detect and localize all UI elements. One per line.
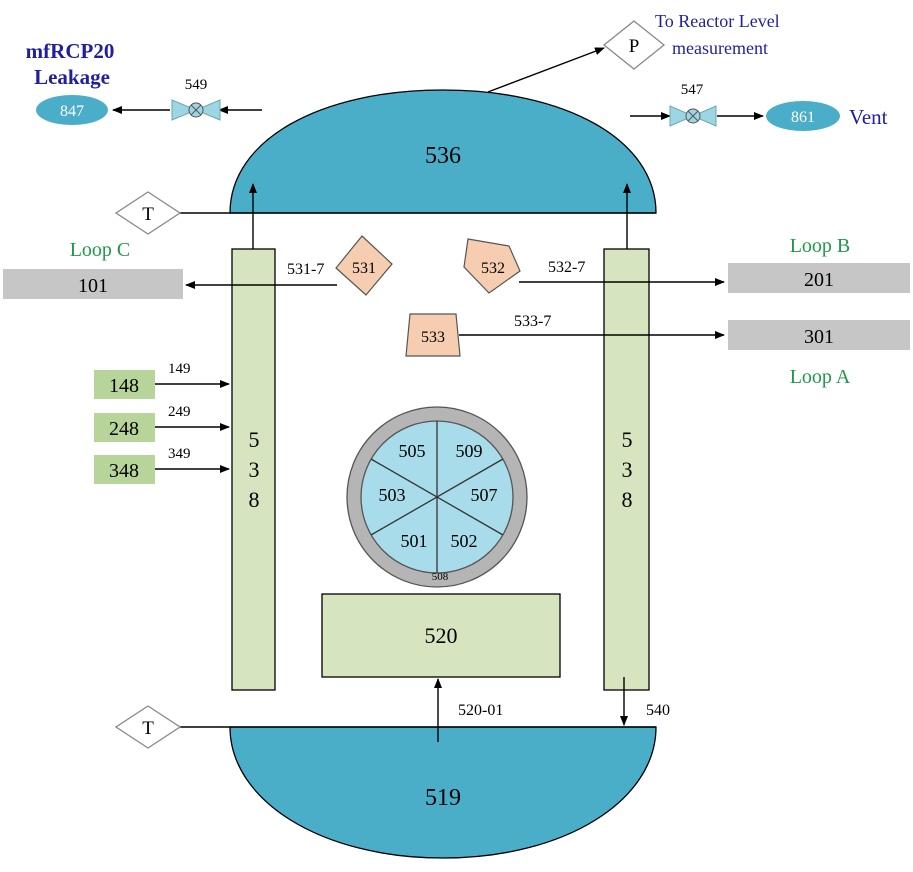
pipe-532-7-label: 532-7 xyxy=(548,259,585,276)
pressure-line xyxy=(487,47,605,93)
temp-diamond-top xyxy=(114,191,182,235)
pipe-249-label: 249 xyxy=(168,404,191,420)
loop-b-box xyxy=(728,263,910,293)
pressure-text-1: To Reactor Level xyxy=(655,11,780,31)
leak-node-847 xyxy=(36,95,108,125)
core: 505 509 503 507 501 502 508 xyxy=(346,406,528,588)
loop-a-box-label: 301 xyxy=(804,326,834,348)
inlet-box-148-label: 148 xyxy=(109,375,139,397)
leak-title-2: Leakage xyxy=(34,65,110,89)
pipe-149-label: 149 xyxy=(168,361,191,377)
core-sector-505: 505 xyxy=(399,441,426,461)
loop-a-name: Loop A xyxy=(790,366,851,388)
core-sector-509: 509 xyxy=(456,441,483,461)
loop-b-box-label: 201 xyxy=(804,269,834,291)
pipe-531-7-label: 531-7 xyxy=(287,261,324,278)
core-sector-501: 501 xyxy=(401,531,428,551)
leak-node-847-label: 847 xyxy=(60,103,84,120)
lower-head-label: 519 xyxy=(425,785,461,811)
outlet-block-532 xyxy=(463,238,521,294)
pipe-533-7-label: 533-7 xyxy=(514,313,551,330)
downcomer-right-538 xyxy=(603,248,650,691)
vent-node-861 xyxy=(766,101,840,131)
outlet-block-533 xyxy=(405,313,461,357)
downcomer-left-digit-2: 3 xyxy=(249,457,260,482)
core-sector-507: 507 xyxy=(471,485,498,505)
core-sector-503: 503 xyxy=(379,485,406,505)
loop-c-name: Loop C xyxy=(70,239,131,261)
upper-head-label: 536 xyxy=(425,143,461,169)
lower-plenum-520 xyxy=(321,593,561,678)
inlet-box-148 xyxy=(94,370,155,399)
outlet-block-531-label: 531 xyxy=(352,260,376,277)
core-ring-label: 508 xyxy=(432,571,449,583)
pipe-520-01-label: 520-01 xyxy=(458,702,503,719)
temp-symbol-top: T xyxy=(142,204,154,225)
valve-549[interactable] xyxy=(171,99,221,121)
inlet-box-348-label: 348 xyxy=(109,460,139,482)
inlet-box-248-label: 248 xyxy=(109,418,139,440)
loop-a-box xyxy=(728,320,910,350)
temp-symbol-bottom: T xyxy=(142,718,154,739)
core-sector-502: 502 xyxy=(451,531,478,551)
outlet-block-531 xyxy=(335,235,393,296)
downcomer-right-digit-2: 3 xyxy=(622,457,633,482)
lower-plenum-label: 520 xyxy=(425,623,458,648)
leak-title-1: mfRCP20 xyxy=(26,39,115,63)
loop-c-box-label: 101 xyxy=(78,275,108,297)
pipe-349-label: 349 xyxy=(168,446,191,462)
inlet-box-348 xyxy=(94,455,155,484)
outlet-block-532-label: 532 xyxy=(481,260,505,277)
loop-b-name: Loop B xyxy=(790,235,851,257)
upper-head-536 xyxy=(229,89,657,214)
vent-label: Vent xyxy=(849,105,888,129)
pressure-symbol: P xyxy=(629,36,640,57)
inlet-box-248 xyxy=(94,413,155,442)
vent-node-861-label: 861 xyxy=(791,109,815,126)
downcomer-left-digit-1: 5 xyxy=(249,427,260,452)
temp-diamond-bottom xyxy=(114,705,182,749)
valve-547-label: 547 xyxy=(681,82,704,98)
loop-c-box xyxy=(3,269,183,299)
outlet-block-533-label: 533 xyxy=(421,329,445,346)
pressure-diamond xyxy=(602,20,666,70)
valve-549-label: 549 xyxy=(185,77,208,93)
pressure-text-2: measurement xyxy=(672,38,768,58)
valve-547[interactable] xyxy=(669,105,717,127)
lower-head-519 xyxy=(229,726,657,859)
pipe-540-label: 540 xyxy=(646,702,670,719)
downcomer-right-digit-1: 5 xyxy=(622,427,633,452)
downcomer-right-digit-3: 8 xyxy=(622,487,633,512)
downcomer-left-digit-3: 8 xyxy=(249,487,260,512)
